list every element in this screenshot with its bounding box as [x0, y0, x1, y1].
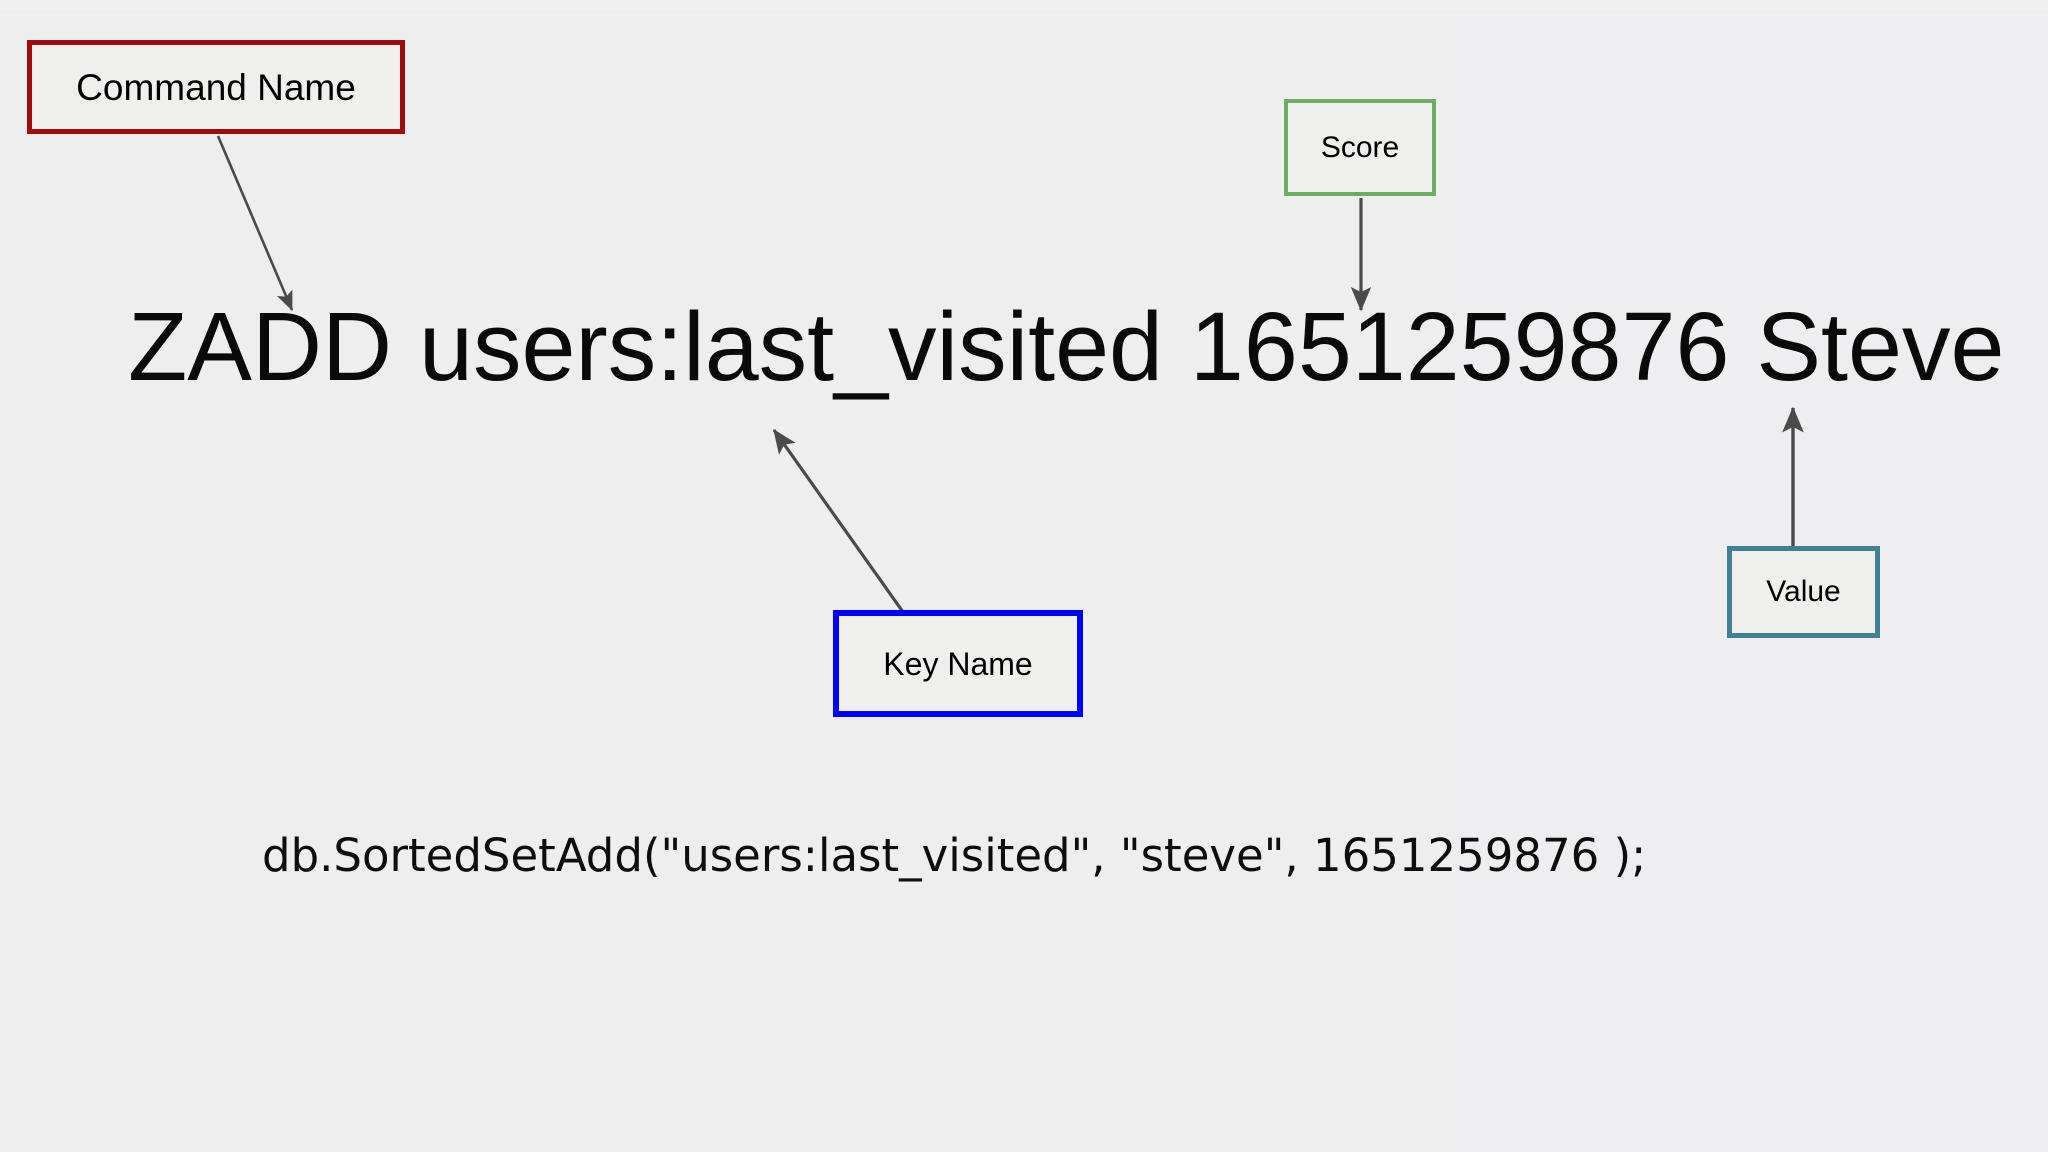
callout-command-name[interactable]: Command Name	[27, 40, 405, 134]
callout-key-name-label: Key Name	[883, 645, 1033, 682]
callout-value[interactable]: Value	[1727, 546, 1880, 638]
slide-background-left	[0, 0, 1455, 1152]
redis-command-text: ZADD users:last_visited 1651259876 Steve	[128, 292, 2005, 401]
callout-score-label: Score	[1320, 130, 1400, 164]
callout-command-name-label: Command Name	[76, 66, 356, 108]
csharp-code-text: db.SortedSetAdd("users:last_visited", "s…	[262, 829, 1647, 882]
slide-background-top-strip	[0, 0, 2048, 10]
callout-value-label: Value	[1766, 575, 1841, 608]
callout-score[interactable]: Score	[1284, 99, 1436, 196]
callout-key-name[interactable]: Key Name	[833, 610, 1083, 717]
